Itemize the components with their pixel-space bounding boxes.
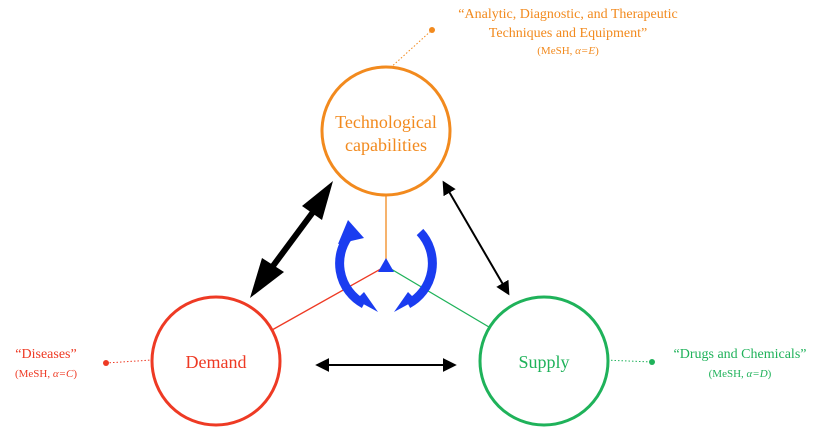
cycle-arrowhead-top-icon [338,220,364,244]
supply-leader-dot [649,359,655,365]
tech-demand-arrow-shaft [267,206,319,272]
cycle-arrowhead-right-icon [394,292,416,312]
tech-annotation-line2: Techniques and Equipment” [489,26,647,41]
tech-demand-arrowhead-top-icon [302,181,333,220]
demand-annotation-mesh: (MeSH, α=C) [15,368,77,380]
demand-annotation-line1: “Diseases” [15,347,76,362]
demand-center-line [271,265,387,331]
center-triangle-icon [378,258,394,272]
demand-node-circle [150,295,282,427]
tech-leader-dot [429,27,435,33]
supply-center-line [385,265,495,331]
tech-demand-arrowhead-bottom-icon [250,258,284,298]
supply-annotation-line1: “Drugs and Chemicals” [674,347,807,362]
cycle-arrow-left [335,228,367,308]
tech-supply-arrow [442,180,510,296]
demand-node-label: Demand [186,352,247,372]
supply-leader-line [603,359,653,363]
tech-node-label-line1: Technological [335,112,437,132]
tech-node-label-line2: capabilities [345,135,427,155]
cycle-arrowhead-left-icon [356,292,378,312]
cycle-arrow-right [405,228,437,308]
supply-annotation-mesh: (MeSH, α=D) [709,368,772,380]
tech-leader-line [387,29,433,71]
demand-leader-dot [103,360,109,366]
demand-leader-line [105,359,153,364]
tech-annotation-line1: “Analytic, Diagnostic, and Therapeutic [458,7,677,22]
tech-annotation-mesh: (MeSH, α=E) [537,45,599,57]
supply-node-label: Supply [518,352,569,372]
supply-node-circle [478,295,610,427]
tech-node-circle [320,65,452,197]
